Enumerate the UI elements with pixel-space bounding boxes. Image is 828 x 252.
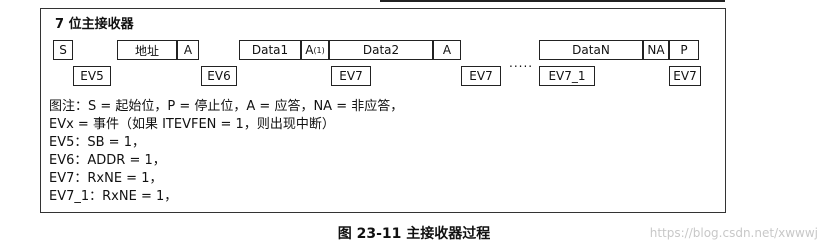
data2-field: Data2: [329, 40, 433, 60]
event-ev7-c: EV7: [669, 66, 701, 86]
note-legend: 图注：S = 起始位，P = 停止位，A = 应答，NA = 非应答，: [49, 99, 404, 114]
stop-bit: P: [669, 40, 699, 60]
watermark: https://blog.csdn.net/xwwwj: [649, 226, 818, 240]
ack-1: A: [177, 40, 199, 60]
note-evx: EVx = 事件（如果 ITEVFEN = 1，则出现中断）: [49, 117, 335, 132]
note-ev7: EV7：RxNE = 1，: [49, 171, 163, 186]
note-ev6: EV6：ADDR = 1，: [49, 153, 166, 168]
event-ev5: EV5: [73, 66, 111, 86]
event-ev7-b: EV7: [461, 66, 501, 86]
figure-frame: 7 位主接收器 S 地址 A Data1 A(1) Data2 A ..... …: [40, 8, 726, 213]
address-field: 地址: [117, 40, 177, 60]
event-ev7-a: EV7: [331, 66, 371, 86]
start-bit: S: [53, 40, 73, 60]
top-rule: [380, 0, 725, 2]
data1-field: Data1: [239, 40, 301, 60]
ack-2: A(1): [301, 40, 329, 60]
datan-field: DataN: [539, 40, 643, 60]
sequence-ellipsis: .....: [509, 56, 534, 70]
note-ev7_1: EV7_1：RxNE = 1，: [49, 189, 178, 204]
diagram-title: 7 位主接收器: [55, 17, 134, 32]
note-ev5: EV5：SB = 1，: [49, 135, 145, 150]
event-ev6: EV6: [201, 66, 237, 86]
ack-3: A: [433, 40, 461, 60]
figure-caption: 图 23-11 主接收器过程: [337, 226, 491, 242]
nack-field: NA: [643, 40, 669, 60]
event-ev7_1: EV7_1: [539, 66, 595, 86]
